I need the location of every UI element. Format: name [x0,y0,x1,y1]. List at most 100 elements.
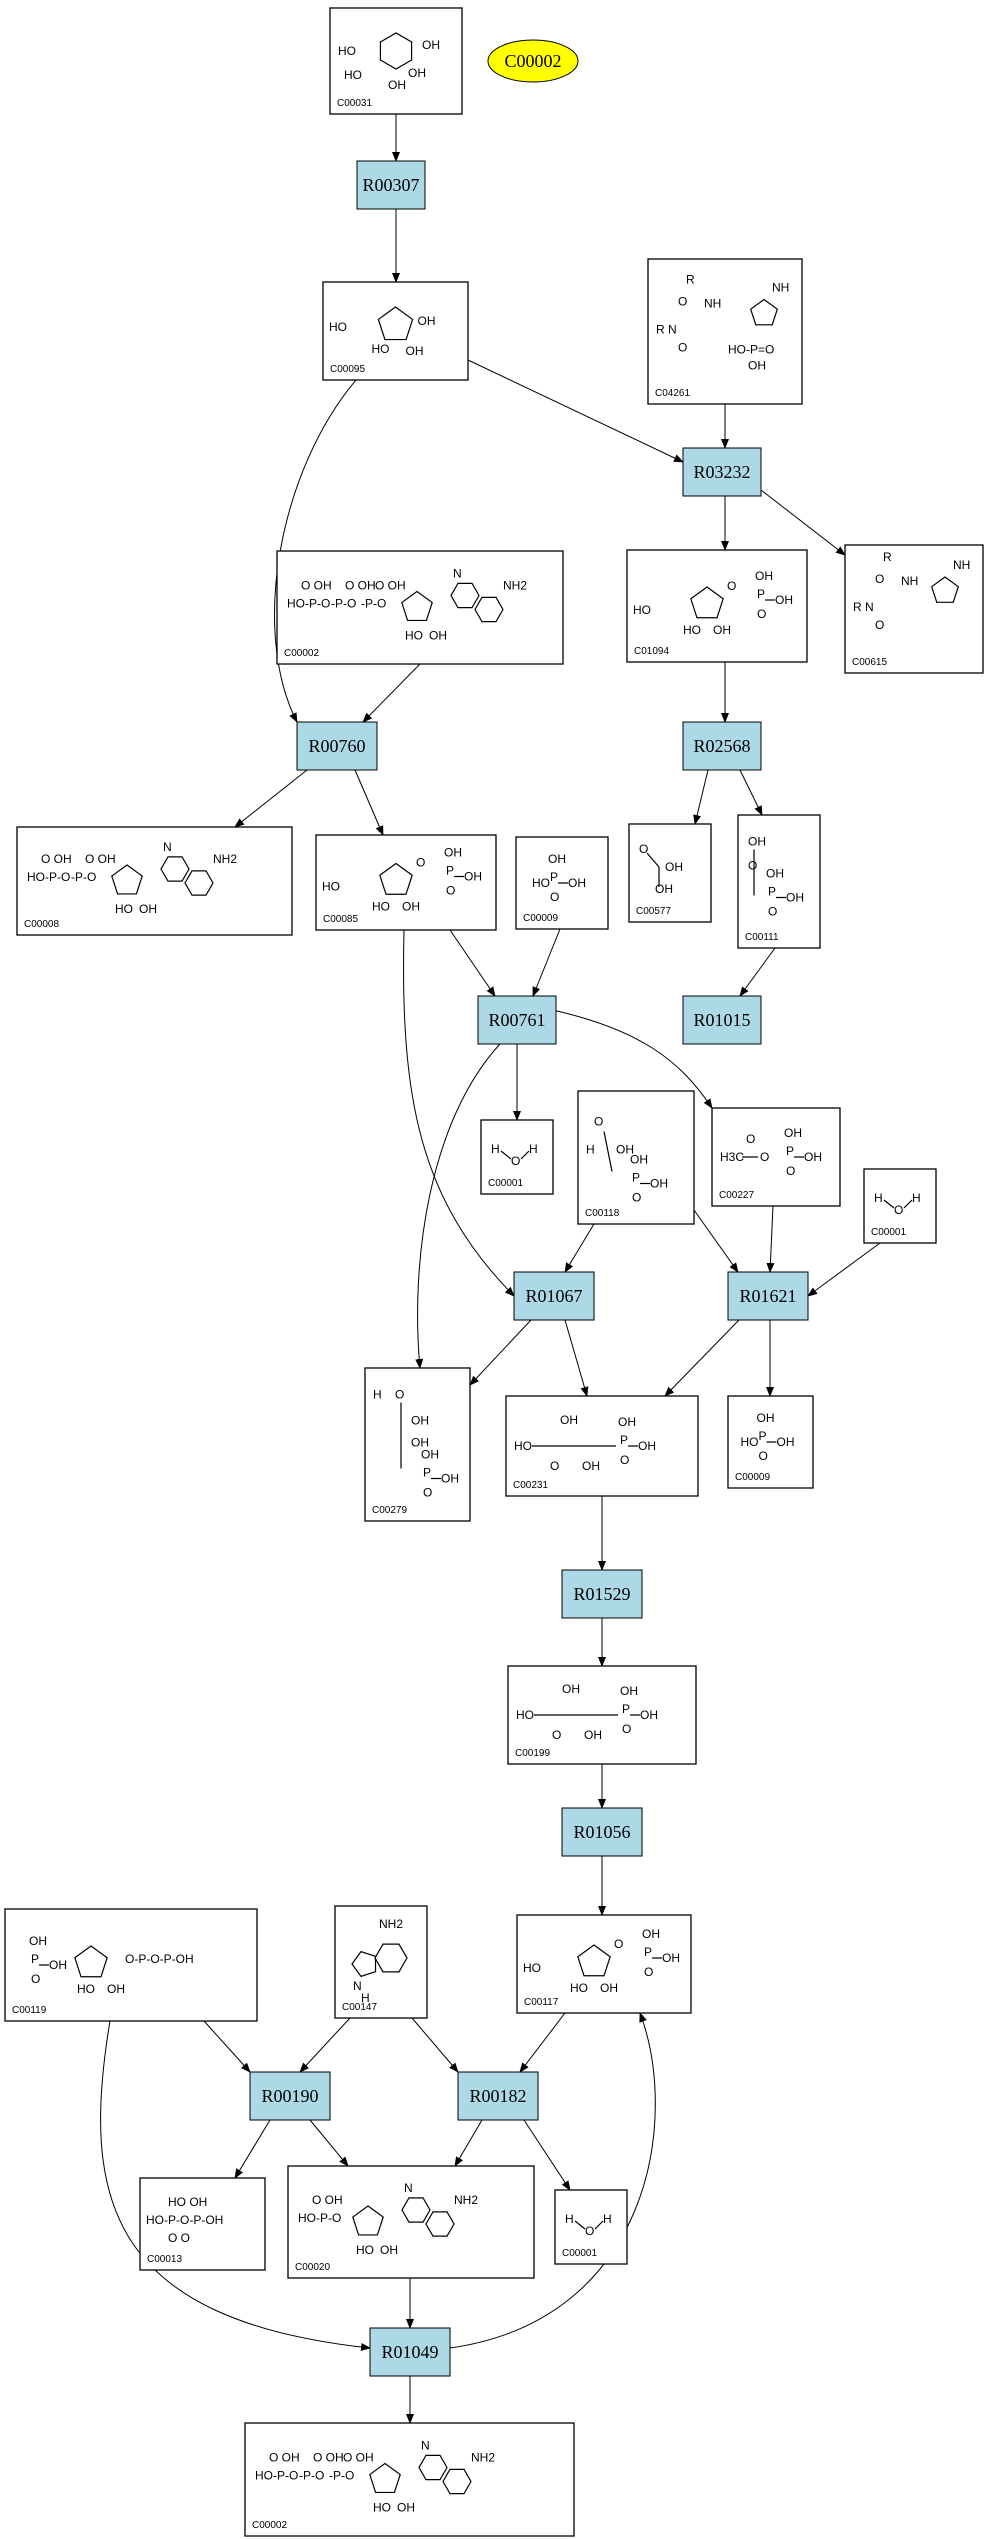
edge-arrow [664,1319,740,1397]
compound-id-label: C04261 [655,388,690,399]
highlight-node[interactable]: C00002 [487,39,579,83]
reaction-node-R01621[interactable]: R01621 [727,1271,809,1321]
reaction-box [561,1569,643,1619]
atom-label: O [620,1453,629,1467]
atom-label: NH2 [379,1917,403,1931]
atom-label: OH [548,852,566,866]
atom-label: HO [356,2243,374,2257]
edge-arrow [274,379,357,723]
ring-bond [369,2462,401,2494]
atom-label: HO [532,876,550,890]
atom-label: OH [464,870,482,884]
compound-id-label: C00085 [323,914,358,925]
edge-arrow [354,769,384,836]
atom-label: P [644,1945,652,1959]
atom-label: O [746,1132,755,1146]
reaction-label: R01621 [739,1286,796,1306]
bond [646,852,660,868]
edge-arrow [807,1242,881,1297]
atom-label: R [656,323,665,337]
edge-arrow [449,2012,656,2349]
atom-label: HO [372,342,390,356]
atom-label: OH [650,1177,668,1191]
atom-label: -P-O [299,2469,324,2483]
atom-label: O [446,884,455,898]
atom-label: OH [418,314,436,328]
atom-label: OH [620,1684,638,1698]
atom-label: H [529,1142,538,1156]
atom-label: OH [397,2501,415,2515]
reaction-node-R01529[interactable]: R01529 [561,1569,643,1619]
edge-arrow [739,769,763,816]
reaction-node-R00182[interactable]: R00182 [457,2071,539,2121]
atom-label: OH [662,1951,680,1965]
reaction-node-R03232[interactable]: R03232 [682,447,762,497]
compound-id-label: C00002 [252,2520,287,2531]
reaction-node-R01015[interactable]: R01015 [682,995,762,1045]
bond [603,1131,613,1172]
reaction-label: R01049 [381,2342,438,2362]
edge-arrow [532,928,561,997]
atom-label: OH [429,629,447,643]
reaction-node-R00761[interactable]: R00761 [477,995,557,1045]
atom-label: OH [766,867,784,881]
reaction-node-R02568[interactable]: R02568 [682,721,762,771]
compound-box [711,1107,841,1207]
reaction-node-R00307[interactable]: R00307 [356,160,426,210]
edges-layer [100,114,881,2424]
atom-label: OH [757,1411,775,1425]
atom-label: O [786,1164,795,1178]
atom-label: NH [901,574,918,588]
compound-id-label: C00117 [524,1997,559,2008]
reaction-node-R01067[interactable]: R01067 [513,1271,595,1321]
ring-bond [690,586,724,619]
compound-box [516,1914,692,2014]
edge-arrow [234,2119,271,2179]
atom-label: OH [411,1414,429,1428]
reaction-node-R00760[interactable]: R00760 [296,721,378,771]
edge-arrow [362,663,421,723]
reaction-box [249,2071,331,2121]
atom-label: H [361,1991,370,2005]
atom-label: OH [755,569,773,583]
reaction-node-R00190[interactable]: R00190 [249,2071,331,2121]
atom-label: O [768,905,777,919]
reaction-node-R01056[interactable]: R01056 [561,1807,643,1857]
reaction-node-R01049[interactable]: R01049 [369,2327,451,2377]
ring-bond [160,856,190,882]
atom-label: HO [741,1435,759,1449]
atom-label: O [678,295,687,309]
atom-label: O [644,1965,653,1979]
compound-id-label: C00009 [735,1472,770,1483]
structure-drawing: HOH [491,1142,538,1168]
